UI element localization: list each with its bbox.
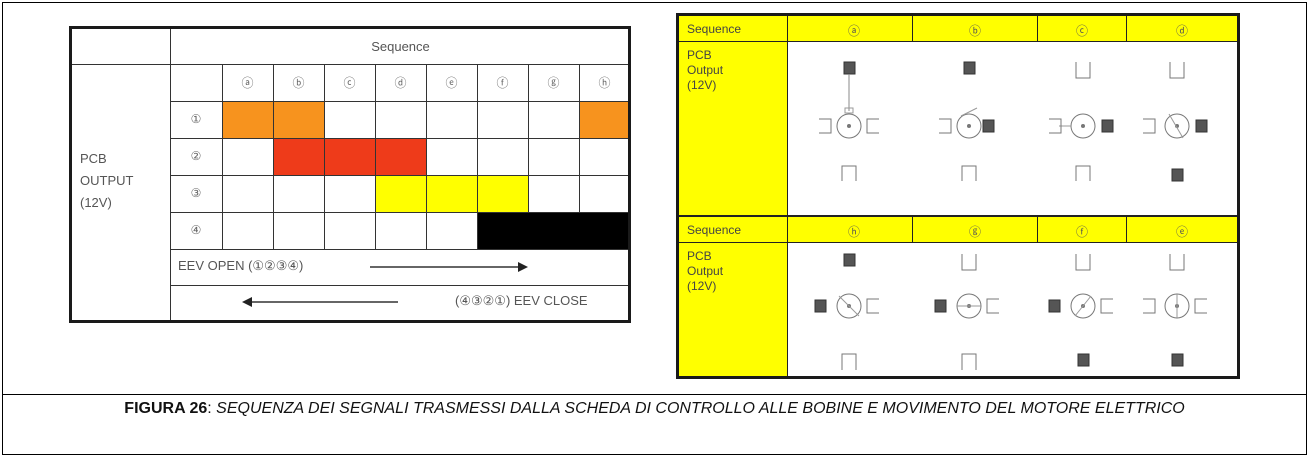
active-cell	[274, 102, 324, 138]
right-arrow-icon	[370, 262, 528, 272]
sequence-letter: ⓔ	[1175, 225, 1188, 239]
caption-separator: :	[207, 400, 217, 417]
active-cell	[376, 139, 426, 175]
grid-line	[1126, 16, 1127, 42]
grid-line	[1126, 216, 1127, 243]
figure-caption: FIGURA 26: SEQUENZA DEI SEGNALI TRASMESS…	[2, 398, 1307, 420]
grid-line	[426, 64, 427, 249]
pcb-output-label: PCB OUTPUT (12V)	[80, 151, 134, 210]
column-label: ⓔ	[445, 76, 458, 90]
header-row	[679, 216, 1237, 242]
motor-diagram-c	[1049, 62, 1114, 181]
grid-line	[679, 215, 1237, 217]
header-row	[679, 16, 1237, 41]
sequence-letter: ⓒ	[1075, 24, 1088, 38]
sequence-letter: ⓗ	[847, 225, 860, 239]
sequence-letter: ⓓ	[1175, 24, 1188, 38]
grid-line	[170, 212, 628, 213]
sequence-letter: ⓐ	[847, 24, 860, 38]
grid-line	[170, 285, 628, 286]
grid-line	[1037, 16, 1038, 42]
grid-line	[679, 41, 1237, 42]
row-label: ④	[190, 223, 202, 237]
active-cell	[580, 102, 628, 138]
label-column	[679, 41, 787, 216]
active-cell	[376, 176, 426, 212]
grid-line	[1037, 216, 1038, 243]
column-label: ⓐ	[241, 76, 254, 90]
sequence-letter: ⓕ	[1075, 225, 1088, 239]
active-cell	[325, 139, 375, 175]
motor-diagram-b	[939, 61, 995, 181]
caption-divider	[2, 394, 1307, 395]
pcb-output-label: PCB Output (12V)	[687, 48, 724, 92]
motor-diagram-e	[1143, 254, 1207, 367]
grid-line	[170, 249, 628, 250]
sequence-letter: ⓖ	[968, 225, 981, 239]
active-cell	[427, 176, 477, 212]
motor-position-table: Sequence ⓐ ⓑ ⓒ ⓓ Sequence ⓗ ⓖ ⓕ ⓔ PCB Ou…	[676, 13, 1240, 379]
grid-line	[528, 64, 529, 249]
caption-text: SEQUENZA DEI SEGNALI TRASMESSI DALLA SCH…	[216, 400, 1185, 417]
sequence-label: Sequence	[687, 22, 742, 36]
column-label: ⓖ	[547, 76, 560, 90]
pcb-output-label: PCB Output (12V)	[687, 249, 724, 293]
grid-line	[912, 216, 913, 243]
row-label: ③	[190, 186, 202, 200]
grid-line	[170, 29, 171, 320]
motor-diagram-f	[1048, 254, 1113, 367]
motor-diagram-h	[814, 253, 879, 370]
sequence-label: Sequence	[687, 223, 742, 237]
grid-line	[273, 64, 274, 249]
grid-line	[170, 101, 628, 102]
grid-line	[375, 64, 376, 249]
motor-diagram-d	[1143, 62, 1208, 182]
label-column	[679, 242, 787, 376]
row-label: ②	[190, 149, 202, 163]
grid-line	[477, 64, 478, 249]
grid-line	[912, 16, 913, 42]
grid-line	[170, 138, 628, 139]
eev-open-label: EEV OPEN (①②③④)	[178, 258, 304, 273]
caption-label: FIGURA 26	[124, 400, 208, 417]
grid-line	[787, 16, 788, 376]
motor-diagram-g	[934, 254, 999, 370]
grid-line	[324, 64, 325, 249]
left-arrow-icon	[242, 297, 398, 307]
sequence-table: Sequence PCB OUTPUT (12V) ⓐ ⓑ ⓒ ⓓ ⓔ ⓕ ⓖ …	[69, 26, 631, 323]
row-label: ①	[190, 112, 202, 126]
grid-line	[679, 242, 1237, 243]
active-cell	[478, 176, 528, 212]
grid-line	[222, 64, 223, 249]
column-label: ⓗ	[598, 76, 611, 90]
active-cell	[478, 213, 628, 249]
sequence-letter: ⓑ	[968, 24, 981, 38]
sequence-header: Sequence	[371, 39, 430, 54]
grid-line	[579, 64, 580, 249]
motor-diagram-a	[819, 61, 879, 181]
grid-line	[170, 175, 628, 176]
active-cell	[223, 102, 273, 138]
column-label: ⓒ	[343, 76, 356, 90]
grid-line	[72, 64, 628, 65]
eev-close-label: (④③②①) EEV CLOSE	[455, 293, 588, 308]
column-label: ⓕ	[496, 76, 509, 90]
column-label: ⓓ	[394, 76, 407, 90]
active-cell	[274, 139, 324, 175]
column-label: ⓑ	[292, 76, 305, 90]
